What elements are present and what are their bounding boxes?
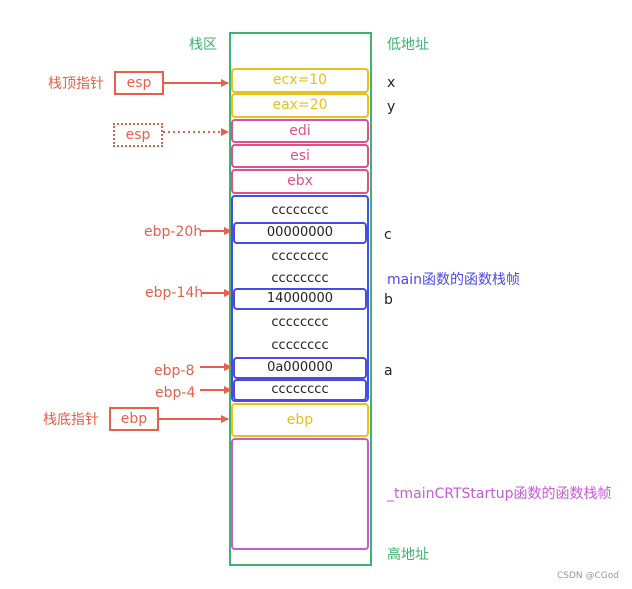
var-label-a: a [384,363,393,379]
stack-region [229,32,372,566]
ebp-20h-label: ebp-20h [144,224,203,240]
main-frame-box [231,195,369,402]
main-row-2: 00000000 [233,222,367,244]
var-label-b: b [384,292,393,308]
main-row-7: cccccccc [271,338,329,353]
stack-top-pointer-label: 栈顶指针 [48,76,104,92]
esp-old-tag: esp [113,123,163,147]
ebp-8-label: ebp-8 [154,363,195,379]
var-label-y: y [387,99,396,115]
main-row-4: cccccccc [271,271,329,286]
ebp-14h-label: ebp-14h [145,285,204,301]
main-row-8: 0a000000 [233,357,367,379]
stack-cell-esi: esi [231,144,369,168]
var-label-x: x [387,75,396,91]
ebp-4-label: ebp-4 [155,385,196,401]
crt-frame-label: _tmainCRTStartup函数的函数栈帧 [387,486,612,502]
low-address-label: 低地址 [387,37,429,53]
high-address-label: 高地址 [387,547,429,563]
stack-cell-ebp: ebp [231,403,369,437]
stack-cell-ecx: ecx=10 [231,68,369,93]
stack-cell-ebx: ebx [231,169,369,194]
main-row-6: cccccccc [271,315,329,330]
main-frame-label: main函数的函数栈帧 [387,272,520,288]
crt-frame-box [231,438,369,550]
main-row-9: cccccccc [233,379,367,401]
esp-tag: esp [114,71,164,95]
main-row-3: cccccccc [271,249,329,264]
stack-cell-edi: edi [231,119,369,143]
main-row-5: 14000000 [233,288,367,310]
watermark: CSDN @CGod [557,571,619,581]
var-label-c: c [384,227,392,243]
stack-bottom-pointer-label: 栈底指针 [43,412,99,428]
main-row-1: cccccccc [271,203,329,218]
ebp-tag: ebp [109,407,159,431]
stack-area-label: 栈区 [189,37,217,53]
stack-cell-eax: eax=20 [231,93,369,118]
